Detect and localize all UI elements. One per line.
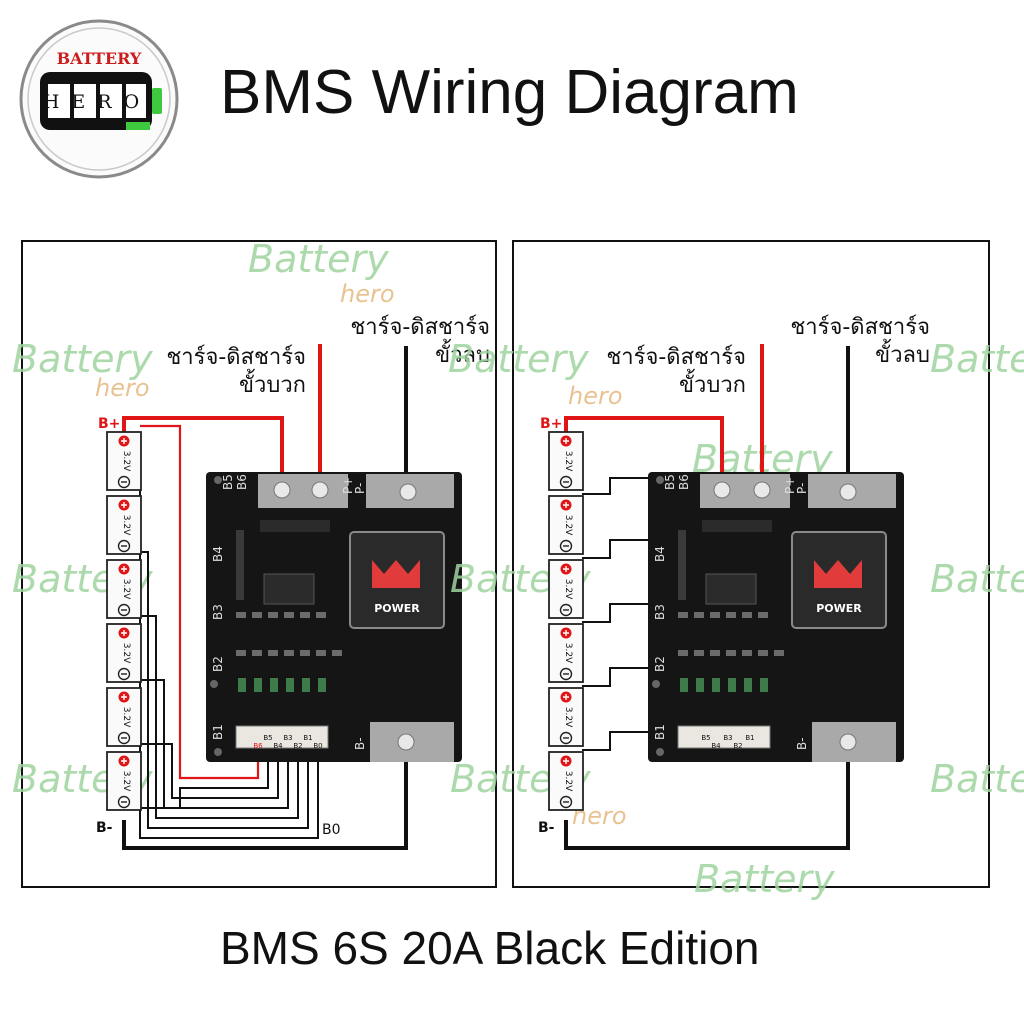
watermark-battery: Battery [12, 337, 153, 381]
battery-cell: 3.2V [548, 687, 584, 747]
right-pad-b4: B4 [653, 546, 667, 562]
left-bms-board: POWER B6 B5 B4 B3 B2 B1 B0 B5 B6 B4 [206, 472, 462, 762]
right-pad-pplus: P+ [783, 477, 797, 494]
cell-voltage: 3.2V [563, 515, 573, 536]
right-connector-b5: B5 [701, 734, 710, 742]
cell-voltage: 3.2V [563, 771, 573, 792]
watermark-battery: Battery [248, 237, 389, 281]
right-pad-b3: B3 [653, 604, 667, 620]
battery-cell: 3.2V [548, 431, 584, 491]
battery-cell: 3.2V [106, 559, 142, 619]
battery-hero-logo: BATTERY HERO [19, 19, 179, 179]
battery-cell: 3.2V [548, 623, 584, 683]
right-pad-pminus: P- [795, 483, 809, 494]
left-pad-b5: B5 [221, 474, 235, 490]
left-pad-b4: B4 [211, 546, 225, 562]
left-label-positive-line1: ชาร์จ-ดิสชาร์จ [166, 345, 306, 370]
right-connector-b3: B3 [723, 734, 732, 742]
watermark-batte: Batte [930, 337, 1024, 381]
battery-cell: 3.2V [106, 495, 142, 555]
left-label-positive-line2: ขั้วบวก [239, 369, 306, 398]
left-connector-b0: B0 [313, 742, 322, 750]
logo-word-top: BATTERY [57, 49, 142, 68]
cell-voltage: 3.2V [563, 707, 573, 728]
right-pad-b6: B6 [677, 474, 691, 490]
left-pad-pminus: P- [353, 483, 367, 494]
left-pad-b3: B3 [211, 604, 225, 620]
cell-voltage: 3.2V [563, 643, 573, 664]
right-label-positive-line1: ชาร์จ-ดิสชาร์จ [606, 345, 746, 370]
page-title: BMS Wiring Diagram [220, 58, 799, 127]
cell-voltage: 3.2V [121, 771, 131, 792]
battery-cell: 3.2V [548, 495, 584, 555]
right-label-positive-line2: ขั้วบวก [679, 369, 746, 398]
right-label-negative-line2: ขั้วลบ [875, 339, 930, 368]
left-connector-b5: B5 [263, 734, 272, 742]
battery-cell: 3.2V [106, 431, 142, 491]
left-label-negative-line1: ชาร์จ-ดิสชาร์จ [350, 315, 490, 340]
right-pad-b2: B2 [653, 656, 667, 672]
right-board-brand: POWER [816, 602, 862, 615]
right-panel-frame [512, 240, 990, 888]
watermark-hero: hero [568, 382, 623, 410]
cell-voltage: 3.2V [121, 707, 131, 728]
battery-cell: 3.2V [106, 751, 142, 811]
watermark-hero: hero [340, 280, 395, 308]
watermark-batte: Batte [930, 557, 1024, 601]
left-connector-b6: B6 [253, 742, 263, 750]
left-bplus-label: B+ [98, 416, 120, 432]
left-connector-b4: B4 [273, 742, 283, 750]
page-subtitle: BMS 6S 20A Black Edition [220, 922, 760, 974]
watermark-battery: Battery [448, 337, 589, 381]
left-pad-b6: B6 [235, 474, 249, 490]
battery-cell: 3.2V [106, 623, 142, 683]
right-connector-b2: B2 [733, 742, 742, 750]
left-connector-b1: B1 [303, 734, 312, 742]
left-panel-frame [21, 240, 497, 888]
right-pad-b1: B1 [653, 724, 667, 740]
left-pad-b2: B2 [211, 656, 225, 672]
battery-cell: 3.2V [106, 687, 142, 747]
logo-word-main: HERO [43, 91, 151, 113]
right-panel: Battery hero Batte Battery Battery Batte… [448, 240, 1024, 901]
cell-voltage: 3.2V [121, 579, 131, 600]
left-b0-label: B0 [322, 822, 341, 838]
watermark-batte: Batte [930, 757, 1024, 801]
cell-voltage: 3.2V [563, 451, 573, 472]
left-cell-stack: 3.2V 3.2V 3.2V 3.2V 3.2V 3.2V [106, 431, 142, 811]
cell-voltage: 3.2V [563, 579, 573, 600]
left-panel: Battery hero Battery hero Battery Batter… [12, 237, 497, 888]
battery-cell: 3.2V [548, 751, 584, 811]
right-connector-b4: B4 [711, 742, 721, 750]
left-connector-b2: B2 [293, 742, 302, 750]
left-pad-b1: B1 [211, 724, 225, 740]
left-connector-b3: B3 [283, 734, 292, 742]
left-label-negative-line2: ขั้วลบ [435, 339, 490, 368]
left-pad-pplus: P+ [341, 477, 355, 494]
right-pad-b5: B5 [663, 474, 677, 490]
right-bminus-label: B- [538, 820, 555, 836]
right-connector-b1: B1 [745, 734, 754, 742]
right-label-negative-line1: ชาร์จ-ดิสชาร์จ [790, 315, 930, 340]
cell-voltage: 3.2V [121, 643, 131, 664]
right-bms-board: POWER B5 B4 B3 B2 B1 B5 B6 B4 B3 B2 [648, 472, 904, 762]
right-pad-bminus: B- [795, 737, 809, 750]
watermark-battery: Battery [694, 857, 835, 901]
left-pad-bminus: B- [353, 737, 367, 750]
cell-voltage: 3.2V [121, 515, 131, 536]
battery-cell: 3.2V [548, 559, 584, 619]
left-board-brand: POWER [374, 602, 420, 615]
cell-voltage: 3.2V [121, 451, 131, 472]
right-cell-stack: 3.2V 3.2V 3.2V 3.2V 3.2V 3.2V [548, 431, 584, 811]
left-bminus-label: B- [96, 820, 113, 836]
right-bplus-label: B+ [540, 416, 562, 432]
watermark-hero: hero [95, 374, 150, 402]
